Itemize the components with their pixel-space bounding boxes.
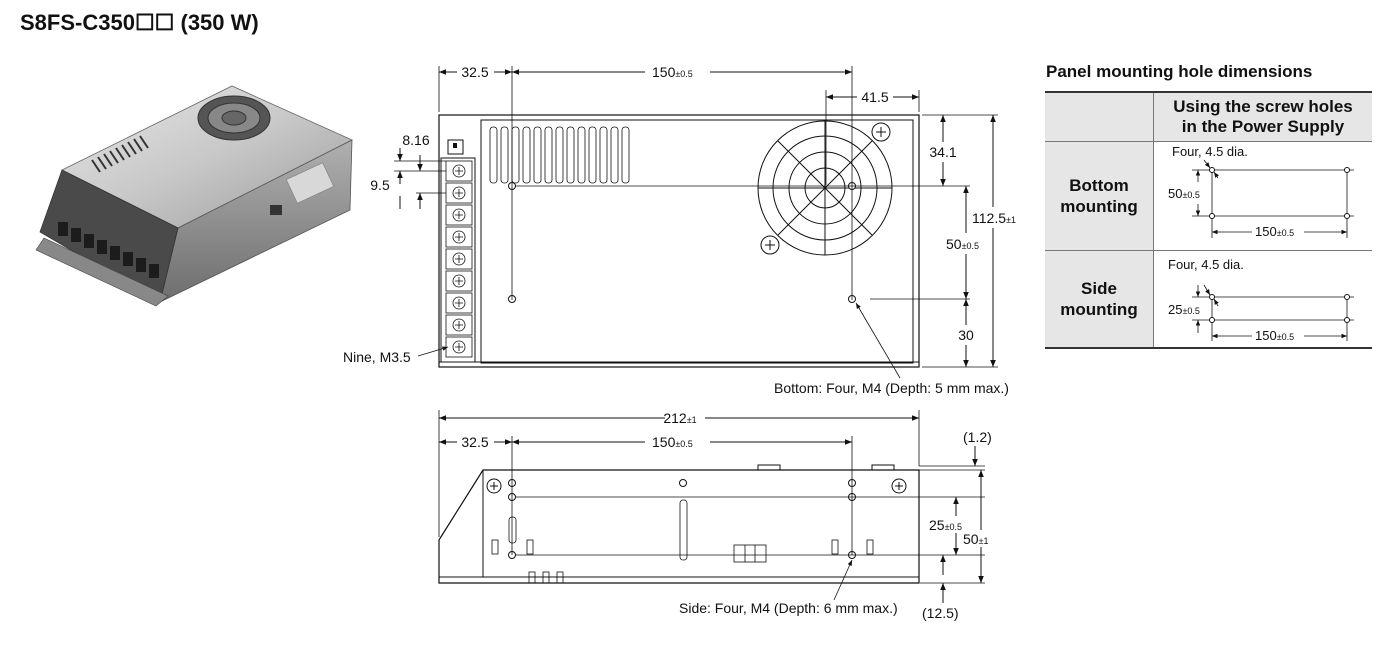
panel-title: Panel mounting hole dimensions xyxy=(1046,62,1313,81)
hole-dimension-table: Using the screw holes in the Power Suppl… xyxy=(1045,91,1372,349)
table-row-bottom: Bottom mounting xyxy=(1045,141,1372,251)
product-photo xyxy=(35,85,353,307)
mounting-holes-side xyxy=(508,479,856,559)
dim-112-5: 112.5±1 xyxy=(972,210,1016,226)
bottom-hole-note: Four, 4.5 dia. xyxy=(1172,144,1248,159)
bottom-mounting-label: Bottom mounting xyxy=(1045,141,1154,251)
terminal-block xyxy=(440,157,476,363)
table-header-row: Using the screw holes in the Power Suppl… xyxy=(1045,91,1372,142)
panel-mounting-hole-dimensions: Panel mounting hole dimensions Using the… xyxy=(1045,62,1372,349)
bottom-dim-v: 50±0.5 xyxy=(1168,186,1200,201)
dim-8-16: 8.16 xyxy=(402,132,429,148)
side-hole-note: Side: Four, M4 (Depth: 6 mm max.) xyxy=(679,600,898,616)
terminal-screws xyxy=(445,160,473,358)
dim-41-5: 41.5 xyxy=(861,89,888,105)
dim-30: 30 xyxy=(958,327,974,343)
bottom-label-line-1: Bottom xyxy=(1069,176,1129,195)
dim-50-side: 50±1 xyxy=(963,531,989,547)
screw-icon xyxy=(760,122,891,255)
table-row-side: Side mounting xyxy=(1045,250,1372,349)
dim-32-5-top: 32.5 xyxy=(461,64,488,80)
side-view: 212±1 32.5 150±0.5 (1.2) 25±0.5 50±1 (12… xyxy=(438,410,992,621)
bottom-mounting-drawing: Four, 4.5 dia. 50±0.5 150±0.5 xyxy=(1153,141,1372,251)
header-line-2: in the Power Supply xyxy=(1181,117,1345,136)
dim-34-1: 34.1 xyxy=(929,144,956,160)
header-line-1: Using the screw holes xyxy=(1173,97,1353,116)
page-title: S8FS-C350☐☐ (350 W) xyxy=(20,10,259,35)
side-label-line-2: mounting xyxy=(1060,300,1138,319)
dim-25-side: 25±0.5 xyxy=(929,517,962,533)
dim-32-5-side: 32.5 xyxy=(461,434,488,450)
dim-150-top: 150±0.5 xyxy=(652,64,693,80)
bottom-hole-note: Bottom: Four, M4 (Depth: 5 mm max.) xyxy=(774,380,1009,396)
side-view-body xyxy=(438,469,920,584)
header-screw-holes: Using the screw holes in the Power Suppl… xyxy=(1153,91,1372,142)
dim-212: 212±1 xyxy=(663,410,696,426)
dim-1-2: (1.2) xyxy=(963,429,992,445)
dim-50-top: 50±0.5 xyxy=(946,236,979,252)
screw-icon xyxy=(486,478,907,494)
side-mounting-label: Side mounting xyxy=(1045,250,1154,349)
side-label-line-1: Side xyxy=(1081,279,1117,298)
fan-icon xyxy=(197,95,271,141)
dim-9-5: 9.5 xyxy=(370,177,390,193)
header-empty-cell xyxy=(1045,91,1154,142)
dim-150-side: 150±0.5 xyxy=(652,434,693,450)
side-dim-v: 25±0.5 xyxy=(1168,302,1200,317)
side-mounting-drawing: Four, 4.5 dia. 25±0.5 150±0.5 xyxy=(1153,250,1372,349)
side-dim-h: 150±0.5 xyxy=(1255,328,1294,343)
side-hole-note: Four, 4.5 dia. xyxy=(1168,257,1244,272)
fan-guard-icon xyxy=(757,120,893,256)
terminal-note: Nine, M3.5 xyxy=(343,349,411,365)
bottom-hole-diagram: Four, 4.5 dia. 50±0.5 150±0.5 xyxy=(1168,144,1354,239)
top-view-body xyxy=(438,114,920,368)
dim-12-5: (12.5) xyxy=(922,605,959,621)
side-hole-diagram: Four, 4.5 dia. 25±0.5 150±0.5 xyxy=(1168,257,1354,343)
top-view: 32.5 150±0.5 41.5 8.16 9.5 34.1 112.5±1 … xyxy=(343,64,1016,396)
bottom-dim-h: 150±0.5 xyxy=(1255,224,1294,239)
dimension-drawing: 32.5 150±0.5 41.5 8.16 9.5 34.1 112.5±1 … xyxy=(35,64,1016,621)
bottom-label-line-2: mounting xyxy=(1060,197,1138,216)
